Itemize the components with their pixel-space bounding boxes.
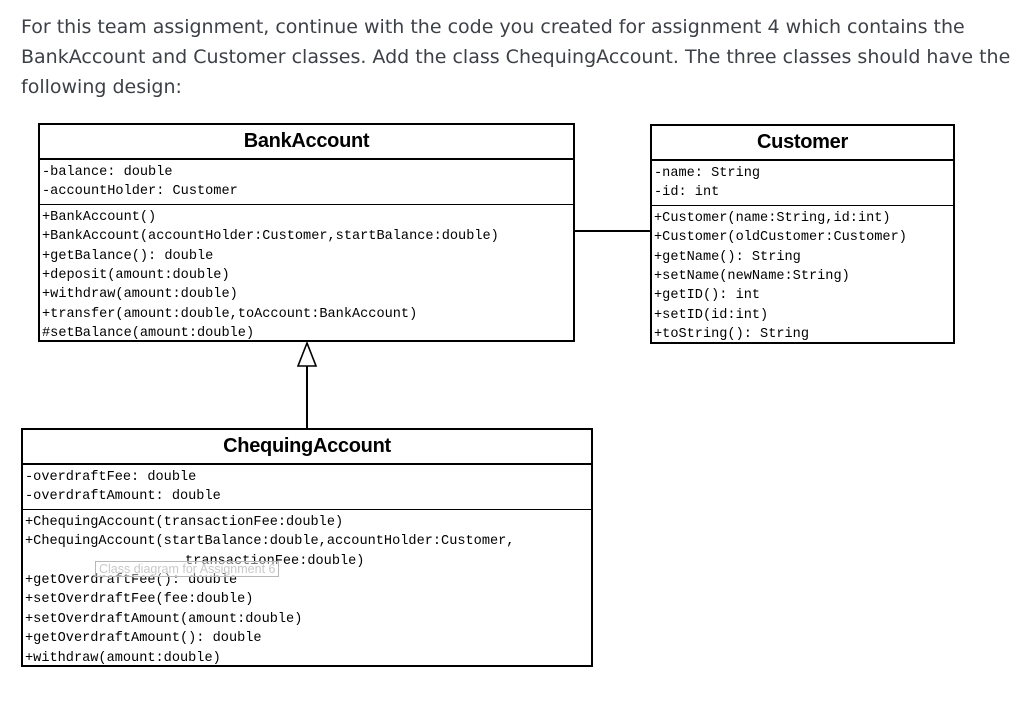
customer-class-box: Customer -name: String -id: int +Custome… bbox=[650, 124, 955, 344]
method-customer-params: +Customer(name:String,id:int) bbox=[654, 210, 891, 226]
bankaccount-attributes: -balance: double -accountHolder: Custome… bbox=[40, 160, 573, 205]
chequingaccount-attributes: -overdraftFee: double -overdraftAmount: … bbox=[23, 465, 591, 510]
chequingaccount-class-box: ChequingAccount -overdraftFee: double -o… bbox=[21, 428, 593, 667]
method-transfer: +transfer(amount:double,toAccount:BankAc… bbox=[42, 306, 418, 322]
attribute-accountholder: -accountHolder: Customer bbox=[42, 184, 238, 200]
method-bankaccount-params: +BankAccount(accountHolder:Customer,star… bbox=[42, 229, 499, 245]
assignment-instructions: For this team assignment, continue with … bbox=[21, 16, 1011, 98]
customer-attributes: -name: String -id: int bbox=[652, 161, 953, 206]
attribute-name: -name: String bbox=[654, 166, 761, 181]
class-name-chequingaccount: ChequingAccount bbox=[23, 430, 591, 465]
chequingaccount-methods: +ChequingAccount(transactionFee:double) … bbox=[23, 510, 591, 670]
method-withdraw: +withdraw(amount:double) bbox=[42, 287, 238, 303]
method-customer-copy: +Customer(oldCustomer:Customer) bbox=[654, 230, 907, 246]
method-getid: +getID(): int bbox=[654, 288, 761, 304]
method-deposit: +deposit(amount:double) bbox=[42, 268, 230, 284]
method-setoverdraftamount: +setOverdraftAmount(amount:double) bbox=[25, 611, 303, 627]
method-setname: +setName(newName:String) bbox=[654, 269, 850, 285]
diagram-caption: Class diagram for Assignment 6 bbox=[95, 561, 280, 577]
method-chequingaccount-fee: +ChequingAccount(transactionFee:double) bbox=[25, 514, 344, 530]
method-withdraw-override: +withdraw(amount:double) bbox=[25, 650, 221, 666]
method-tostring: +toString(): String bbox=[654, 327, 809, 343]
attribute-balance: -balance: double bbox=[42, 165, 173, 180]
method-chequingaccount-full: +ChequingAccount(startBalance:double,acc… bbox=[25, 534, 515, 550]
bankaccount-class-box: BankAccount -balance: double -accountHol… bbox=[38, 123, 575, 342]
bankaccount-methods: +BankAccount() +BankAccount(accountHolde… bbox=[40, 205, 573, 346]
method-getoverdraftamount: +getOverdraftAmount(): double bbox=[25, 631, 262, 647]
method-setbalance: #setBalance(amount:double) bbox=[42, 326, 255, 342]
method-setoverdraftfee: +setOverdraftFee(fee:double) bbox=[25, 592, 254, 608]
attribute-overdraftamount: -overdraftAmount: double bbox=[25, 489, 221, 505]
attribute-id: -id: int bbox=[654, 185, 720, 201]
method-setid: +setID(id:int) bbox=[654, 307, 769, 323]
class-name-customer: Customer bbox=[652, 126, 953, 161]
customer-methods: +Customer(name:String,id:int) +Customer(… bbox=[652, 206, 953, 347]
method-getbalance: +getBalance(): double bbox=[42, 248, 214, 264]
method-bankaccount-default: +BankAccount() bbox=[42, 209, 157, 225]
class-name-bankaccount: BankAccount bbox=[40, 125, 573, 160]
attribute-overdraftfee: -overdraftFee: double bbox=[25, 470, 197, 485]
inheritance-arrowhead bbox=[296, 340, 318, 367]
method-getname: +getName(): String bbox=[654, 249, 801, 265]
